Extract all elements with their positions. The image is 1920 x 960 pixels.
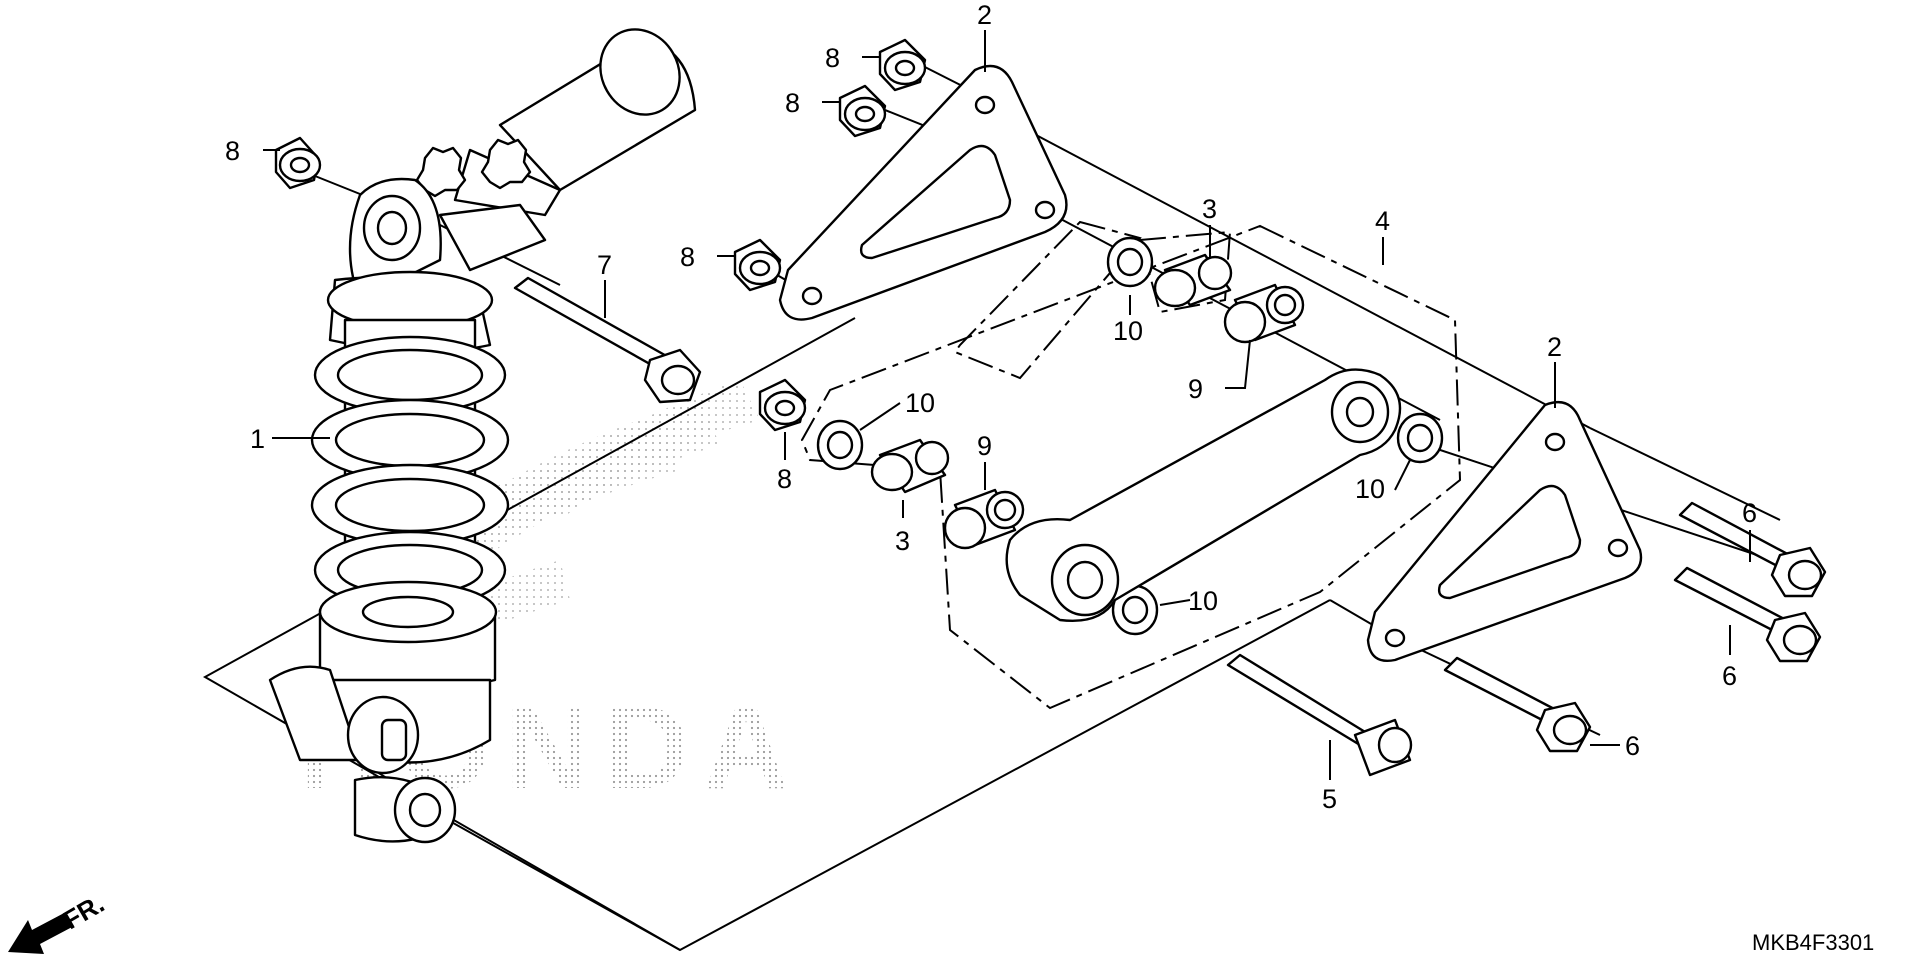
- callout-6b: 6: [1722, 661, 1737, 691]
- callout-10a: 10: [1113, 316, 1143, 346]
- callout-10d: 10: [1188, 586, 1218, 616]
- callout-8c: 8: [785, 88, 800, 118]
- shock-link-4: [1005, 368, 1402, 622]
- front-arrow-icon: [8, 912, 74, 954]
- flange-nut-8d: [733, 238, 782, 292]
- dust-seal-10c: [1396, 412, 1444, 464]
- flange-nut-8c: [838, 84, 887, 138]
- callout-8e: 8: [777, 464, 792, 494]
- dust-seal-10b: [816, 419, 864, 471]
- bolt-6b: [1673, 566, 1822, 663]
- part-code: MKB4F3301: [1752, 930, 1874, 955]
- callout-8d: 8: [680, 242, 695, 272]
- callout-labels: 1 2 2 3 3 4 5 6 6 6 7 8 8 8 8 8 9 9 10 1…: [225, 0, 1757, 814]
- callout-9a: 9: [1188, 374, 1203, 404]
- collar-3b: [870, 438, 950, 494]
- collar-3a: [1153, 253, 1233, 308]
- group-box-upper: [1138, 230, 1232, 314]
- group-box-small: [953, 220, 1142, 380]
- bolt-6c: [1443, 656, 1592, 753]
- callout-7: 7: [597, 250, 612, 280]
- bracket-2-upper: [778, 64, 1068, 321]
- callout-2-upper: 2: [977, 0, 992, 30]
- bolt-7: [513, 276, 702, 404]
- callout-8a: 8: [225, 136, 240, 166]
- bracket-2-lower: [1366, 400, 1643, 662]
- flange-nut-8e: [758, 378, 807, 432]
- callout-2-lower: 2: [1547, 332, 1562, 362]
- callout-9b: 9: [977, 431, 992, 461]
- callout-3-upper: 3: [1202, 194, 1217, 224]
- group-box-assembly-4: [800, 224, 1462, 710]
- front-direction-indicator: FR.: [8, 888, 109, 954]
- callout-10b: 10: [905, 388, 935, 418]
- flange-nut-8b: [878, 38, 927, 92]
- callout-4: 4: [1375, 206, 1390, 236]
- callout-6a: 6: [1742, 498, 1757, 528]
- callout-5: 5: [1322, 784, 1337, 814]
- flange-nut-8a: [274, 136, 322, 190]
- needle-bearing-9a: [1223, 283, 1305, 344]
- callout-leaders: [263, 30, 1751, 780]
- bolt-5: [1226, 653, 1413, 777]
- callout-3-lower: 3: [895, 526, 910, 556]
- callout-1: 1: [250, 424, 265, 454]
- callout-6c: 6: [1625, 731, 1640, 761]
- callout-8b: 8: [825, 43, 840, 73]
- needle-bearing-9b: [943, 488, 1025, 550]
- callout-10c: 10: [1355, 474, 1385, 504]
- dust-seal-10a: [1106, 236, 1154, 288]
- shock-absorber: [268, 28, 697, 844]
